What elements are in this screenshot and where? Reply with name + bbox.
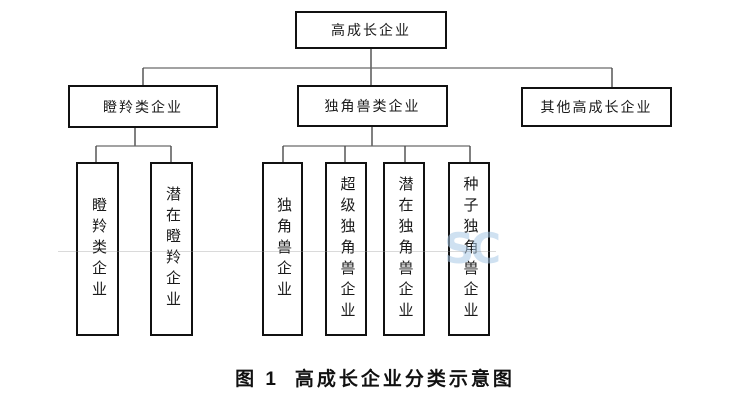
figure-title: 高成长企业分类示意图 — [294, 369, 515, 390]
node-unicorn-category: 独角兽类企业 — [297, 85, 448, 127]
node-gazelle-enterprise: 瞪羚类企业 — [76, 162, 119, 336]
node-gazelle-category: 瞪羚类企业 — [68, 85, 218, 128]
node-high-growth-enterprise: 高成长企业 — [295, 11, 447, 49]
node-label: 种子独角兽企业 — [461, 175, 478, 323]
node-unicorn-enterprise: 独角兽企业 — [262, 162, 303, 336]
node-label: 潜在瞪羚企业 — [164, 186, 180, 312]
node-label: 高成长企业 — [331, 24, 411, 39]
node-super-unicorn-enterprise: 超级独角兽企业 — [325, 162, 367, 336]
node-label: 其他高成长企业 — [540, 101, 653, 116]
figure-number: 图 1 — [235, 369, 279, 390]
node-label: 独角兽类企业 — [324, 100, 421, 115]
node-seed-unicorn-enterprise: 种子独角兽企业 — [448, 162, 490, 336]
scan-artifact-line — [58, 251, 496, 252]
node-label: 瞪羚类企业 — [90, 196, 106, 302]
node-label: 独角兽企业 — [275, 196, 291, 302]
node-potential-unicorn-enterprise: 潜在独角兽企业 — [383, 162, 425, 336]
figure-caption: 图 1 高成长企业分类示意图 — [0, 364, 750, 391]
node-other-high-growth: 其他高成长企业 — [521, 87, 672, 127]
node-potential-gazelle-enterprise: 潜在瞪羚企业 — [150, 162, 193, 336]
node-label: 潜在独角兽企业 — [396, 175, 413, 323]
node-label: 超级独角兽企业 — [338, 175, 355, 323]
node-label: 瞪羚类企业 — [103, 100, 183, 116]
